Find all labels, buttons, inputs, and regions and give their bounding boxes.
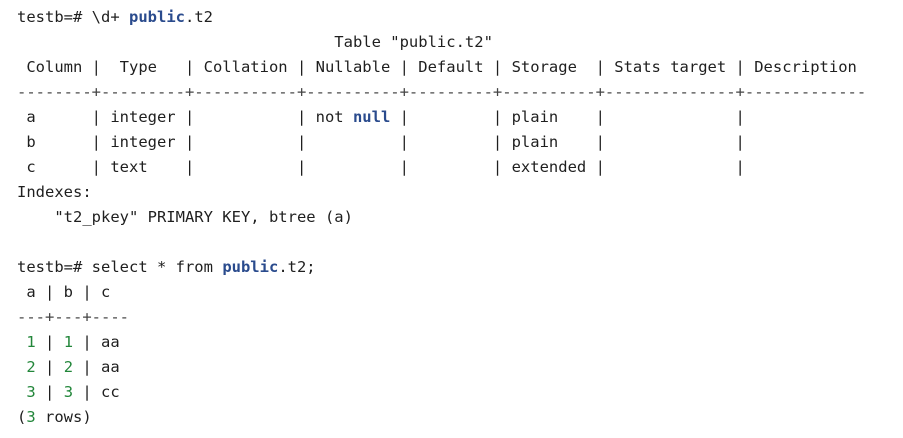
row-text: c | text | | | | extended | |	[17, 158, 745, 176]
table-row: 1 | 1 | aa	[17, 330, 120, 355]
row-text: b | integer | | | | plain | |	[17, 133, 745, 151]
row-count: 3	[26, 408, 36, 426]
footer-text: (	[17, 408, 27, 426]
null-keyword: null	[352, 108, 391, 126]
row-count-footer: (3 rows)	[17, 405, 92, 430]
cell-separator: |	[35, 333, 64, 351]
table-row: 3 | 3 | cc	[17, 380, 120, 405]
footer-text-rest: rows)	[35, 408, 92, 426]
describe-command-line: testb=# \d+ public.t2	[17, 5, 213, 30]
cell-separator: |	[73, 333, 102, 351]
cell-c: cc	[101, 383, 120, 401]
cell-b: 2	[63, 358, 74, 376]
cell-separator: |	[73, 383, 102, 401]
cell-c: aa	[101, 358, 120, 376]
cell-b: 3	[63, 383, 74, 401]
cell-a: 2	[26, 358, 36, 376]
schema-keyword: public	[129, 8, 185, 26]
indexes-label: Indexes:	[17, 183, 92, 201]
table-row: c | text | | | | extended | |	[17, 155, 745, 180]
select-separator: ---+---+----	[17, 308, 129, 326]
cell-separator: |	[35, 383, 64, 401]
describe-header: Column | Type | Collation | Nullable | D…	[17, 58, 857, 76]
select-command-line: testb=# select * from public.t2;	[17, 255, 316, 280]
cell-c: aa	[101, 333, 120, 351]
cell-separator: |	[73, 358, 102, 376]
cell-a: 1	[26, 333, 36, 351]
schema-keyword: public	[222, 258, 279, 276]
prompt: testb=#	[17, 258, 83, 276]
command-text-rest: .t2	[185, 8, 213, 26]
cell-a: 3	[26, 383, 36, 401]
cell-separator: |	[35, 358, 64, 376]
describe-separator: --------+---------+-----------+---------…	[17, 83, 867, 101]
table-row: 2 | 2 | aa	[17, 355, 120, 380]
table-row: a | integer | | not null | | plain | |	[17, 105, 745, 130]
select-header: a | b | c	[17, 283, 111, 301]
table-title: Table "public.t2"	[17, 33, 493, 51]
prompt: testb=#	[17, 8, 83, 26]
row-text: a | integer | | not	[17, 108, 353, 126]
command-text-rest: .t2;	[278, 258, 316, 276]
table-row: b | integer | | | | plain | |	[17, 130, 745, 155]
command-text: select * from	[82, 258, 223, 276]
cell-b: 1	[63, 333, 74, 351]
row-text-rest: | | plain | |	[390, 108, 745, 126]
command-text: \d+	[82, 8, 129, 26]
index-definition: "t2_pkey" PRIMARY KEY, btree (a)	[17, 208, 353, 226]
